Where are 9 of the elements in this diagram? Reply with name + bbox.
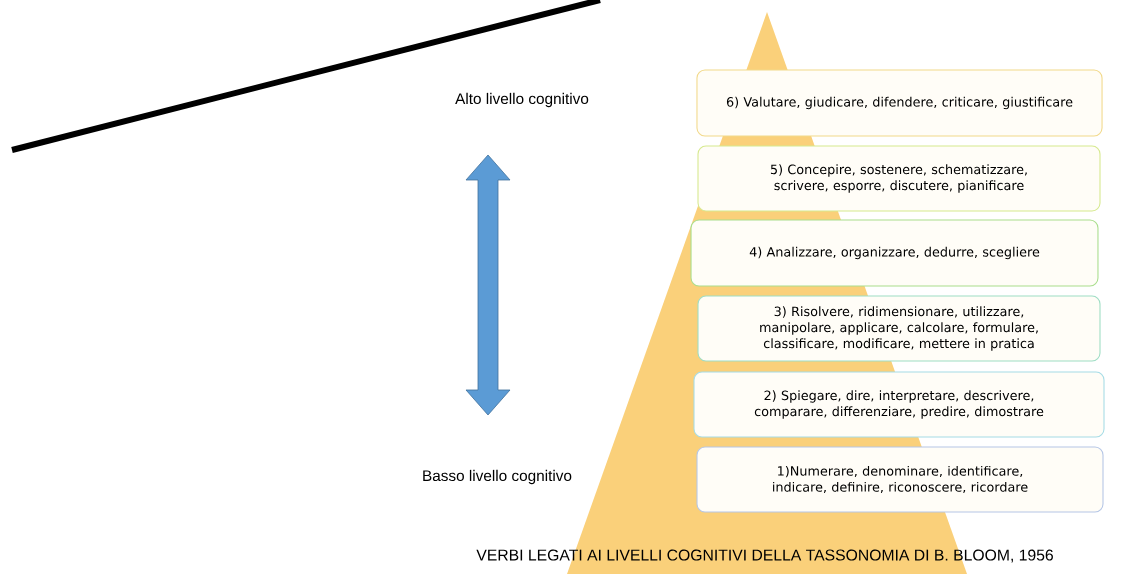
- verb-box: 4) Analizzare, organizzare, dedurre, scegliere: [690, 219, 1099, 287]
- level-label: Alto livello cognitivo: [455, 92, 589, 108]
- verb-box: 6) Valutare, giudicare, difendere, criticare, giustificare: [696, 69, 1103, 137]
- level-label: Basso livello cognitivo: [423, 469, 572, 485]
- verb-box: 5) Concepire, sostenere, schematizzare, scrivere, esporre, discutere, pianificare: [697, 145, 1101, 212]
- verb-box: 1)Numerare, denominare, identificare, indicare, definire, riconoscere, ricordare: [696, 446, 1104, 513]
- caption: VERBI LEGATI AI LIVELLI COGNITIVI DELLA TASSONOMIA DI B. BLOOM, 1956: [476, 549, 1053, 563]
- verb-box: 2) Spiegare, dire, interpretare, descrivere, comparare, differenziare, predire, dimostrare: [693, 371, 1105, 438]
- verb-box: 3) Risolvere, ridimensionare, utilizzare, manipolare, applicare, calcolare, formulare, classificare, modificare, mettere in pratica: [697, 295, 1101, 362]
